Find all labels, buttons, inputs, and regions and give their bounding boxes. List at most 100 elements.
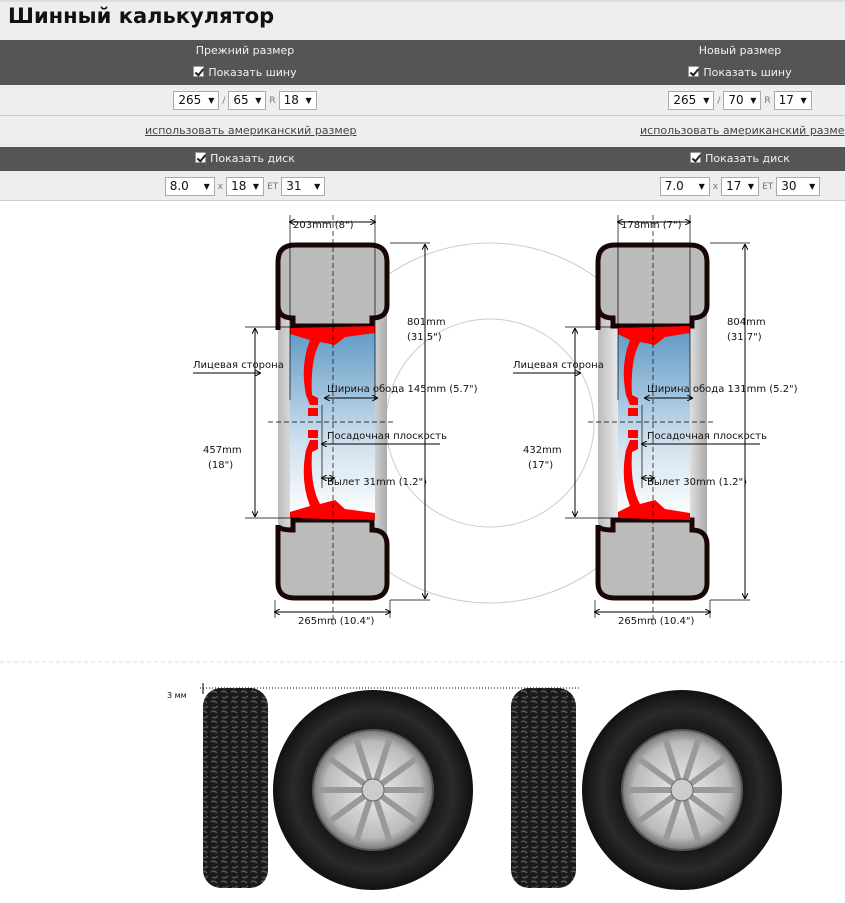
new-header: Новый размер — [698, 44, 782, 57]
hub-bottom — [308, 430, 318, 438]
hub-cap — [670, 778, 694, 802]
checkbox-icon[interactable] — [193, 66, 205, 77]
hub-top — [628, 408, 638, 416]
checkbox-icon[interactable] — [690, 152, 702, 163]
offset-label: Вылет 31mm (1.2") — [327, 477, 427, 488]
side-circle-inner — [385, 318, 595, 528]
checkbox-icon[interactable] — [195, 152, 207, 163]
rim-width-label: Ширина обода 145mm (5.7") — [327, 384, 478, 395]
mount-label: Посадочная плоскость — [327, 431, 447, 442]
hub-top — [308, 408, 318, 416]
spoke — [688, 793, 728, 825]
disc-in-label: (17") — [528, 460, 553, 471]
new-cross-section: 178mm (7") 804mm (31.7") 432mm (17") Лицевая … — [513, 215, 798, 627]
page-title: Шинный калькулятор — [8, 4, 275, 28]
hub-bottom — [628, 430, 638, 438]
hub-cap — [361, 778, 385, 802]
spoke — [353, 798, 373, 843]
old-et-select[interactable]: 31▼ — [281, 177, 326, 196]
new-show-tire[interactable]: Показать шину — [640, 66, 840, 79]
height-mm-label: 804mm — [727, 317, 766, 328]
rim-top-label: 203mm (8") — [293, 220, 354, 231]
tire-width-label: 265mm (10.4") — [298, 616, 375, 627]
label: Показать шину — [703, 66, 792, 79]
spoke — [662, 737, 682, 782]
new-et-select[interactable]: 30▼ — [776, 177, 821, 196]
old-rim-width-select[interactable]: 8.0▼ — [164, 177, 215, 196]
spoke — [379, 793, 419, 825]
disc-in-label: (18") — [208, 460, 233, 471]
spoke — [353, 737, 373, 782]
tread-view — [511, 688, 576, 888]
spoke-top — [618, 326, 690, 405]
height-mm-label: 801mm — [407, 317, 446, 328]
old-american-link[interactable]: использовать американский размер — [145, 124, 357, 137]
tire-top — [595, 242, 710, 330]
tire-cross-section-diagram: 203mm (8") 801mm (31.5") 457mm (18") Лицевая … — [0, 215, 845, 890]
height-in-label: (31.7") — [727, 332, 762, 343]
tire-width-label: 265mm (10.4") — [618, 616, 695, 627]
tire-bottom — [595, 517, 710, 601]
new-rim-width-select[interactable]: 7.0▼ — [659, 177, 710, 196]
height-in-label: (31.5") — [407, 332, 442, 343]
disc-header-bar: Показать диск Показать диск — [0, 147, 845, 171]
tire-photos — [203, 688, 782, 890]
spoke — [373, 737, 393, 782]
offset-label: Вылет 30mm (1.2") — [647, 477, 747, 488]
spoke-bottom — [290, 440, 375, 520]
label: Показать диск — [210, 152, 295, 165]
old-width-select[interactable]: 265▼ — [173, 91, 220, 110]
clearance-marker: 3 мм — [167, 683, 580, 700]
old-tire-photo — [203, 688, 473, 890]
old-rim-diameter-select[interactable]: 18▼ — [226, 177, 265, 196]
checkbox-icon[interactable] — [688, 66, 700, 77]
face-label: Лицевая сторона — [193, 360, 284, 371]
old-cross-section: 203mm (8") 801mm (31.5") 457mm (18") Лицевая … — [193, 215, 478, 627]
spoke — [327, 755, 367, 787]
new-tire-photo — [511, 688, 782, 890]
spoke — [379, 755, 419, 787]
spoke — [662, 798, 682, 843]
spoke-top — [290, 326, 375, 405]
rim-width-label: Ширина обода 131mm (5.2") — [647, 384, 798, 395]
spoke — [682, 737, 702, 782]
spoke — [688, 755, 728, 787]
spoke — [327, 793, 367, 825]
new-diameter-select[interactable]: 17▼ — [773, 91, 812, 110]
spoke-bottom — [618, 440, 690, 520]
new-rim-diameter-select[interactable]: 17▼ — [721, 177, 760, 196]
old-profile-select[interactable]: 65▼ — [228, 91, 267, 110]
clearance-label: 3 мм — [167, 691, 187, 700]
tire-bottom — [275, 517, 390, 601]
old-header: Прежний размер — [195, 44, 295, 57]
new-width-select[interactable]: 265▼ — [668, 91, 715, 110]
face-label: Лицевая сторона — [513, 360, 604, 371]
tire-top — [275, 242, 390, 330]
spoke — [636, 793, 676, 825]
rim-top-label: 178mm (7") — [621, 220, 682, 231]
tire-header-bar: Прежний размер Новый размер Показать шин… — [0, 40, 845, 85]
label: Показать диск — [705, 152, 790, 165]
spoke — [636, 755, 676, 787]
mount-label: Посадочная плоскость — [647, 431, 767, 442]
old-show-tire[interactable]: Показать шину — [145, 66, 345, 79]
tread-view — [203, 688, 268, 888]
rim-area — [290, 327, 375, 519]
title-bar: Шинный калькулятор — [0, 0, 845, 40]
disc-mm-label: 432mm — [523, 445, 562, 456]
new-show-disc[interactable]: Показать диск — [640, 152, 840, 165]
disc-mm-label: 457mm — [203, 445, 242, 456]
old-diameter-select[interactable]: 18▼ — [278, 91, 317, 110]
label: Показать шину — [208, 66, 297, 79]
american-row: использовать американский размер использ… — [0, 116, 845, 147]
new-profile-select[interactable]: 70▼ — [723, 91, 762, 110]
old-show-disc[interactable]: Показать диск — [145, 152, 345, 165]
spoke — [373, 798, 393, 843]
new-american-link[interactable]: использовать американский размер — [640, 124, 845, 137]
